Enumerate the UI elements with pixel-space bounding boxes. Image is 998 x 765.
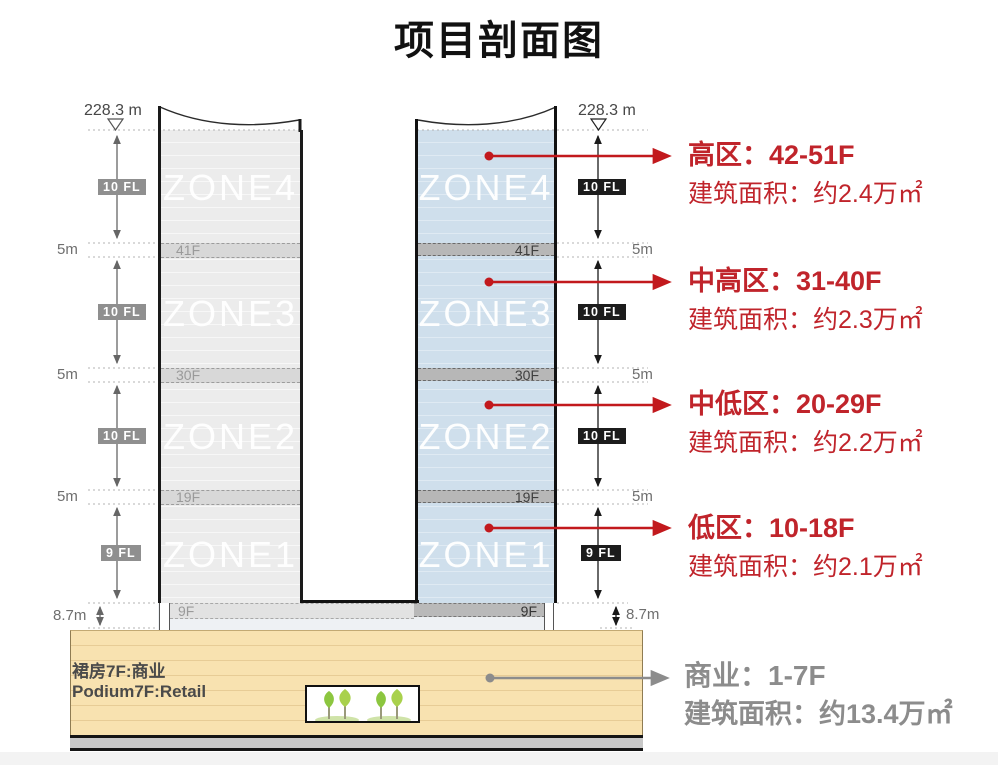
zone-label: ZONE4 bbox=[162, 167, 299, 208]
annotation-retail: 商业：1-7F 建筑面积：约13.4万㎡ bbox=[684, 660, 998, 729]
datum-triangle-icon bbox=[106, 118, 125, 132]
roof-height-label-left: 228.3 m bbox=[84, 102, 142, 119]
zone-label: ZONE3 bbox=[418, 293, 554, 334]
floor-band-30f-right: 30F bbox=[418, 368, 554, 382]
annotation-area: 建筑面积：约13.4万㎡ bbox=[684, 699, 953, 729]
annotation-area: 建筑面积：约2.3万㎡ bbox=[688, 306, 923, 334]
page-bottom-strip bbox=[0, 752, 998, 765]
trees-icon bbox=[315, 689, 411, 724]
annotation-mid-low-zone: 中低区：20-29F 建筑面积：约2.2万㎡ bbox=[688, 389, 998, 458]
atrium-gap-base bbox=[300, 600, 419, 603]
podium-height-label-right: 8.7m bbox=[626, 606, 660, 623]
floor-count-badge: 9 FL bbox=[101, 545, 141, 561]
zone-label: ZONE1 bbox=[162, 534, 299, 575]
gap-label: 5m bbox=[632, 366, 653, 383]
floor-band-9f-right: 9F bbox=[414, 603, 545, 618]
podium-label-en: Podium7F:Retail bbox=[72, 682, 207, 701]
floor-band-19f-right: 19F bbox=[418, 490, 554, 504]
annotation-title: 高区：42-51F bbox=[688, 140, 855, 170]
annotation-mid-high-zone: 中高区：31-40F 建筑面积：约2.3万㎡ bbox=[688, 266, 998, 335]
zone-label: ZONE4 bbox=[418, 167, 554, 208]
zone-label: ZONE2 bbox=[162, 416, 299, 457]
podium-label-cn: 裙房7F:商业 bbox=[72, 662, 166, 681]
roof-height-label-right: 228.3 m bbox=[578, 102, 636, 119]
tower-parapets bbox=[158, 106, 557, 132]
podium-label: 裙房7F:商业 Podium7F:Retail bbox=[72, 662, 206, 702]
annotation-title: 商业：1-7F bbox=[684, 660, 826, 691]
gap-label: 5m bbox=[632, 241, 653, 258]
gap-label: 5m bbox=[57, 241, 78, 258]
gap-label: 5m bbox=[632, 488, 653, 505]
right-tower-base-joint bbox=[544, 603, 554, 630]
ground-line-top bbox=[70, 735, 643, 738]
floor-band-9f-left: 9F bbox=[170, 603, 414, 619]
floor-count-badge: 10 FL bbox=[98, 179, 146, 195]
annotation-area: 建筑面积：约2.4万㎡ bbox=[688, 180, 923, 208]
floor-count-badge: 9 FL bbox=[581, 545, 621, 561]
podium-entrance bbox=[305, 685, 420, 724]
annotation-high-zone: 高区：42-51F 建筑面积：约2.4万㎡ bbox=[688, 140, 998, 209]
floor-count-badge: 10 FL bbox=[98, 428, 146, 444]
annotation-title: 中高区：31-40F bbox=[688, 266, 882, 296]
floor-band-41f-right: 41F bbox=[418, 243, 554, 257]
floor-count-badge: 10 FL bbox=[578, 304, 626, 320]
gap-label: 5m bbox=[57, 488, 78, 505]
left-tower-base-joint bbox=[159, 603, 170, 630]
datum-triangle-icon bbox=[589, 118, 608, 132]
zone-label: ZONE3 bbox=[162, 293, 299, 334]
annotation-low-zone: 低区：10-18F 建筑面积：约2.1万㎡ bbox=[688, 513, 998, 582]
gap-label: 5m bbox=[57, 366, 78, 383]
floor-count-badge: 10 FL bbox=[98, 304, 146, 320]
floor-count-badge: 10 FL bbox=[578, 428, 626, 444]
left-tower bbox=[158, 130, 303, 603]
ground-slab bbox=[70, 738, 643, 748]
zone-label: ZONE2 bbox=[418, 416, 554, 457]
floor-band-41f-left: 41F bbox=[161, 243, 300, 258]
floor-band-30f-left: 30F bbox=[161, 368, 300, 383]
podium-height-label-left: 8.7m bbox=[53, 607, 87, 624]
page-title: 项目剖面图 bbox=[394, 19, 604, 63]
annotation-area: 建筑面积：约2.2万㎡ bbox=[688, 429, 923, 457]
zone-label: ZONE1 bbox=[418, 534, 554, 575]
annotation-area: 建筑面积：约2.1万㎡ bbox=[688, 553, 923, 581]
ground-line-bottom bbox=[70, 748, 643, 751]
floor-band-19f-left: 19F bbox=[161, 490, 300, 505]
floor-count-badge: 10 FL bbox=[578, 179, 626, 195]
annotation-title: 中低区：20-29F bbox=[688, 389, 882, 419]
annotation-title: 低区：10-18F bbox=[688, 513, 855, 543]
